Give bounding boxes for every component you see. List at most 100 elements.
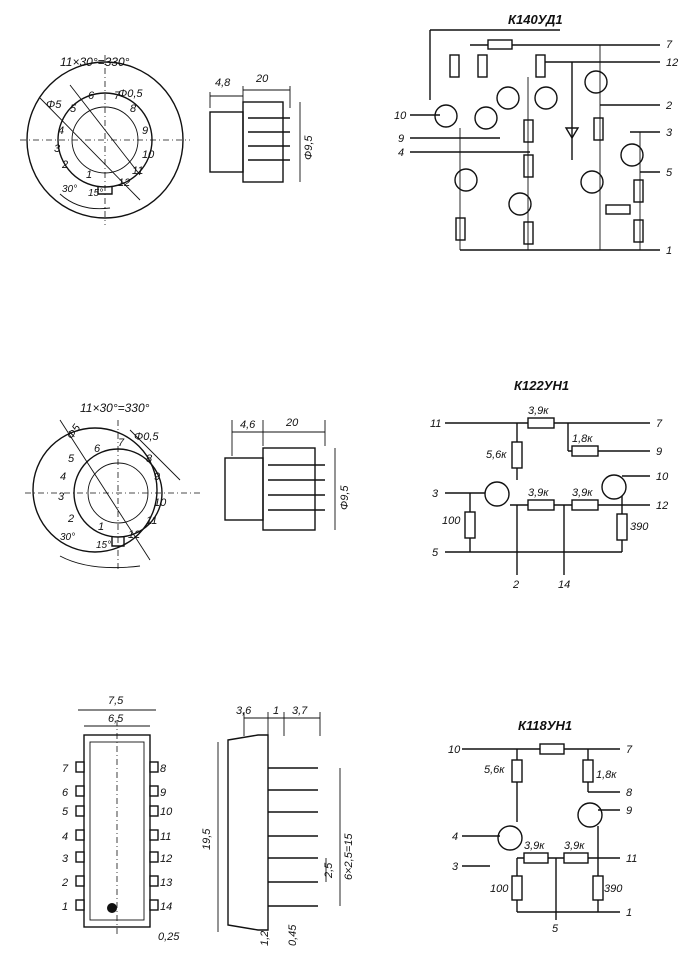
svg-text:1: 1 [273, 705, 279, 717]
svg-text:9: 9 [142, 125, 148, 137]
svg-text:12: 12 [160, 853, 172, 865]
svg-text:0,25: 0,25 [158, 931, 180, 943]
svg-text:3,6: 3,6 [236, 705, 252, 717]
mid-schematic: К122УН1 3,9к 1,8к 5,6к 3,9к 3,9к 100 390… [430, 378, 669, 591]
svg-text:7,5: 7,5 [108, 695, 124, 707]
svg-text:1: 1 [86, 169, 92, 181]
svg-text:10: 10 [154, 497, 167, 509]
svg-text:1: 1 [626, 907, 632, 919]
svg-text:3: 3 [452, 861, 459, 873]
svg-text:3: 3 [58, 491, 65, 503]
svg-text:13: 13 [160, 877, 173, 889]
svg-text:2,5: 2,5 [323, 862, 335, 879]
svg-text:1: 1 [62, 901, 68, 913]
svg-text:3: 3 [666, 127, 673, 139]
svg-text:5: 5 [62, 806, 69, 818]
bot-schematic: К118УН1 5,6к 1,8к 3,9к 3,9к 100 390 10 7… [448, 718, 637, 935]
svg-text:Φ0,5: Φ0,5 [134, 431, 159, 443]
svg-text:5: 5 [432, 547, 439, 559]
svg-text:7: 7 [666, 39, 673, 51]
svg-text:7: 7 [62, 763, 69, 775]
svg-text:10: 10 [394, 110, 407, 122]
top-dia-label: Φ5 [46, 99, 62, 111]
svg-text:8: 8 [160, 763, 167, 775]
svg-text:4: 4 [452, 831, 458, 843]
svg-text:5,6к: 5,6к [486, 449, 507, 461]
svg-text:30°: 30° [60, 532, 75, 543]
svg-text:1: 1 [666, 245, 672, 257]
svg-text:1,2: 1,2 [259, 931, 271, 946]
svg-text:1,8к: 1,8к [596, 769, 617, 781]
top-schematic: К140УД1 [394, 12, 678, 257]
top-outer-flange [26, 61, 184, 219]
top-body-dia: Φ9,5 [303, 135, 315, 160]
svg-text:1: 1 [98, 521, 104, 533]
mid-pinout-view: 11×30°=330° Φ0,5 Φ5 30° 15° 1 2 3 4 5 6 … [25, 401, 200, 570]
svg-text:3: 3 [54, 143, 61, 155]
top-lead-len: 4,8 [215, 77, 231, 89]
bot-top-view: 7,5 6,5 0,25 7 6 5 4 3 2 1 8 9 10 11 12 … [61, 695, 180, 943]
svg-text:7: 7 [656, 418, 663, 430]
svg-text:4: 4 [398, 147, 404, 159]
svg-text:1,8к: 1,8к [572, 433, 593, 445]
svg-text:9: 9 [154, 471, 160, 483]
top-side-view: 4,8 20 Φ9,5 [209, 73, 315, 183]
svg-text:6,5: 6,5 [108, 713, 124, 725]
svg-text:4: 4 [62, 831, 68, 843]
svg-text:15°: 15° [88, 188, 103, 199]
svg-text:3,9к: 3,9к [524, 840, 545, 852]
top-pinout-view: 11×30°=330° Φ0,5 Φ5 30° 15° 1 2 3 4 5 6 … [20, 55, 190, 225]
svg-text:3,9к: 3,9к [564, 840, 585, 852]
top-hole-label: Φ0,5 [118, 88, 143, 100]
bot-schematic-title: К118УН1 [518, 718, 572, 733]
top-angle-label: 11×30°=330° [60, 55, 130, 69]
svg-text:9: 9 [626, 805, 632, 817]
svg-text:8: 8 [626, 787, 633, 799]
svg-text:Φ5: Φ5 [65, 422, 84, 442]
svg-text:3: 3 [62, 853, 69, 865]
svg-text:6: 6 [94, 443, 101, 455]
svg-text:2: 2 [512, 579, 519, 591]
bot-right-pin-labels: 8 9 10 11 12 13 14 [160, 763, 173, 913]
svg-text:390: 390 [604, 883, 623, 895]
svg-text:8: 8 [146, 453, 153, 465]
svg-text:9: 9 [656, 446, 662, 458]
svg-text:10: 10 [160, 806, 173, 818]
svg-text:4: 4 [60, 471, 66, 483]
svg-text:10: 10 [142, 149, 155, 161]
svg-text:8: 8 [130, 103, 137, 115]
svg-text:0,45: 0,45 [287, 924, 299, 946]
svg-text:Φ9,5: Φ9,5 [339, 485, 351, 510]
svg-text:5,6к: 5,6к [484, 764, 505, 776]
svg-text:11×30°=330°: 11×30°=330° [80, 401, 150, 415]
svg-text:12: 12 [656, 500, 668, 512]
svg-text:30°: 30° [62, 184, 77, 195]
bot-left-pin-labels: 7 6 5 4 3 2 1 [61, 763, 69, 913]
top-key-tab [97, 186, 113, 195]
svg-text:11: 11 [146, 515, 157, 527]
svg-text:6×2,5=15: 6×2,5=15 [343, 833, 355, 880]
svg-text:6: 6 [88, 90, 95, 102]
top-schematic-title: К140УД1 [508, 12, 563, 27]
svg-text:14: 14 [160, 901, 172, 913]
svg-text:3,9к: 3,9к [528, 405, 549, 417]
svg-text:2: 2 [61, 877, 68, 889]
svg-text:11: 11 [430, 418, 441, 430]
svg-text:2: 2 [61, 159, 68, 171]
svg-text:12: 12 [118, 177, 130, 189]
svg-text:15°: 15° [96, 540, 111, 551]
top-body-len: 20 [255, 73, 269, 85]
svg-text:5: 5 [666, 167, 673, 179]
svg-text:4,6: 4,6 [240, 419, 256, 431]
key-dot [107, 903, 117, 913]
svg-text:12: 12 [666, 57, 678, 69]
bot-side-view: 3,6 1 3,7 19,5 2,5 6×2,5=15 1,2 0,45 [201, 705, 355, 946]
svg-text:3: 3 [432, 488, 439, 500]
svg-text:100: 100 [442, 515, 461, 527]
svg-text:9: 9 [398, 133, 404, 145]
svg-text:2: 2 [67, 513, 74, 525]
svg-text:10: 10 [656, 471, 669, 483]
svg-text:4: 4 [58, 125, 64, 137]
svg-text:3,9к: 3,9к [528, 487, 549, 499]
